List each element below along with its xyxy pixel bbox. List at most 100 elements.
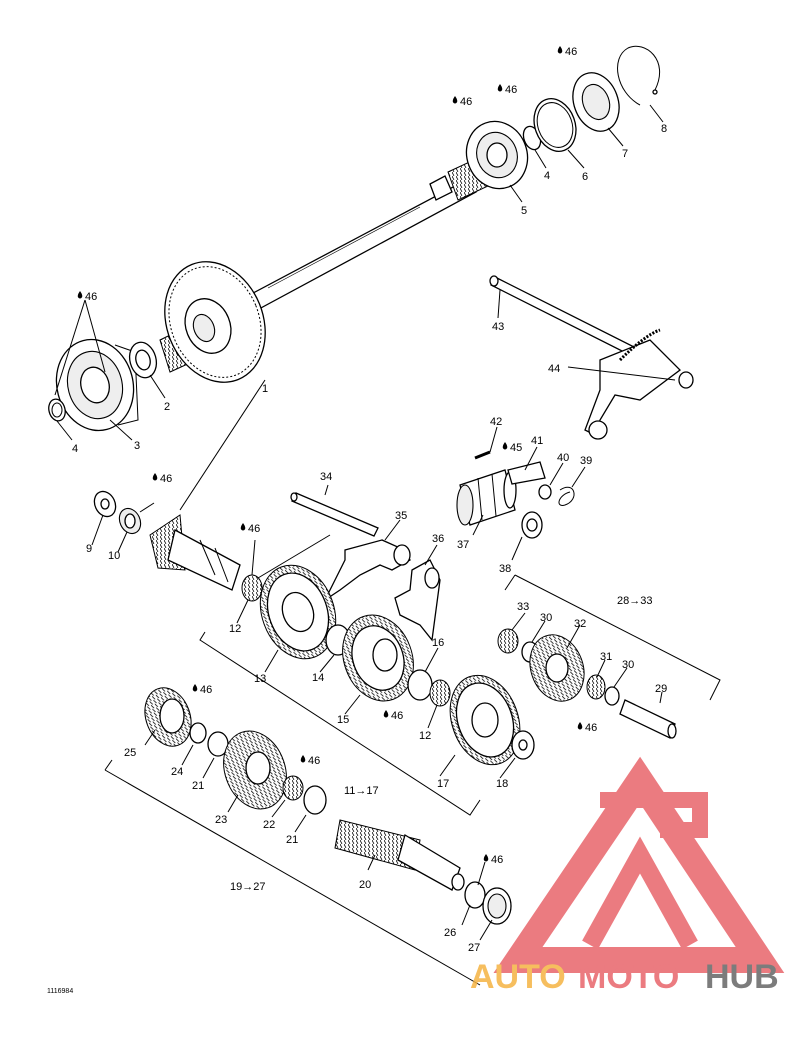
label-6: 6 (582, 171, 588, 183)
part-labels: 1 2 3 4 4 5 6 7 8 9 10 12 12 13 14 15 16… (72, 123, 667, 954)
bearing-3 (55, 338, 139, 432)
label-24: 24 (171, 766, 183, 778)
label-15: 15 (337, 714, 349, 726)
ring-21b (303, 785, 327, 815)
label-4-left: 4 (72, 443, 78, 455)
label-1: 1 (262, 383, 268, 395)
bearing-22 (282, 775, 304, 801)
ring-24 (189, 722, 207, 744)
gear-25 (144, 687, 192, 747)
lube-mark-10: 46 (308, 755, 320, 767)
label-42: 42 (490, 416, 502, 428)
seal-6 (533, 98, 577, 152)
label-33: 33 (517, 601, 529, 613)
leader-lines-forks (324, 484, 438, 566)
ring-26 (464, 881, 486, 909)
bearing-12a (241, 574, 263, 602)
shift-shaft-43 (489, 275, 641, 359)
label-35: 35 (395, 510, 407, 522)
label-2: 2 (164, 401, 170, 413)
label-18: 18 (496, 778, 508, 790)
gear-13 (259, 564, 337, 660)
pinion-shaft (149, 514, 241, 591)
washer-9 (93, 490, 117, 518)
group-label-19-27: 19→27 (230, 881, 265, 893)
gear-17 (449, 674, 521, 766)
label-4-right: 4 (544, 170, 550, 182)
gear-15 (342, 614, 414, 702)
watermark-hub: HUB (705, 958, 779, 996)
lube-mark-11: 46 (491, 854, 503, 866)
label-43: 43 (492, 321, 504, 333)
label-9: 9 (86, 543, 92, 555)
label-30b: 30 (622, 659, 634, 671)
output-gear-1 (164, 261, 266, 383)
label-26: 26 (444, 927, 456, 939)
label-23: 23 (215, 814, 227, 826)
leader-lines-upper (54, 104, 664, 511)
lube-mark-8: 46 (585, 722, 597, 734)
circlip-8 (617, 45, 661, 106)
lube-mark-6: 46 (248, 523, 260, 535)
label-14: 14 (312, 672, 324, 684)
shift-lever-44 (584, 328, 694, 440)
countershaft-group (497, 628, 677, 739)
label-3: 3 (134, 440, 140, 452)
lube-mark-13: 45 (510, 442, 522, 454)
label-21b: 21 (286, 834, 298, 846)
label-13: 13 (254, 673, 266, 685)
label-12a: 12 (229, 623, 241, 635)
leader-lines-countershaft (504, 574, 721, 704)
group-label-28-33: 28→33 (617, 595, 652, 607)
bearing-5 (465, 120, 529, 190)
label-37: 37 (457, 539, 469, 551)
label-32: 32 (574, 618, 586, 630)
watermark-moto: MOTO (578, 958, 679, 996)
label-7: 7 (622, 148, 628, 160)
label-8: 8 (661, 123, 667, 135)
label-20: 20 (359, 879, 371, 891)
seal-7 (572, 72, 620, 132)
label-10: 10 (108, 550, 120, 562)
lubricant-marks: 46 46 46 46 46 46 46 46 46 46 46 45 (77, 46, 597, 866)
label-12b: 12 (419, 730, 431, 742)
label-5: 5 (521, 205, 527, 217)
label-31: 31 (600, 651, 612, 663)
leader-lines-drive (91, 502, 516, 816)
lube-mark-7: 46 (391, 710, 403, 722)
seal-10 (118, 507, 142, 535)
label-34: 34 (320, 471, 332, 483)
washer-2 (128, 341, 158, 379)
washer-38 (521, 511, 543, 539)
group-label-11-17: 11→17 (344, 785, 379, 797)
shift-drum-37 (456, 469, 517, 526)
lube-mark-2: 46 (505, 84, 517, 96)
label-41: 41 (531, 435, 543, 447)
watermark-auto: AUTO (470, 958, 566, 996)
doc-code: 1116984 (47, 988, 73, 995)
label-40: 40 (557, 452, 569, 464)
label-38: 38 (499, 563, 511, 575)
bearing-12b (429, 679, 451, 707)
label-22: 22 (263, 819, 275, 831)
washer-18 (511, 730, 535, 760)
label-21a: 21 (192, 780, 204, 792)
label-36: 36 (432, 533, 444, 545)
label-16: 16 (432, 637, 444, 649)
fork-rod-34 (290, 492, 379, 537)
lube-mark-5: 46 (160, 473, 172, 485)
label-25: 25 (124, 747, 136, 759)
fork-36 (394, 559, 441, 642)
leader-lines-drum (472, 289, 676, 561)
label-17: 17 (437, 778, 449, 790)
label-29: 29 (655, 683, 667, 695)
fork-35 (323, 539, 412, 602)
lube-mark-3: 46 (460, 96, 472, 108)
lube-mark-4: 46 (85, 291, 97, 303)
shaft-20 (334, 819, 465, 891)
ring-4-left (48, 398, 66, 422)
lube-mark-1: 46 (565, 46, 577, 58)
label-30a: 30 (540, 612, 552, 624)
